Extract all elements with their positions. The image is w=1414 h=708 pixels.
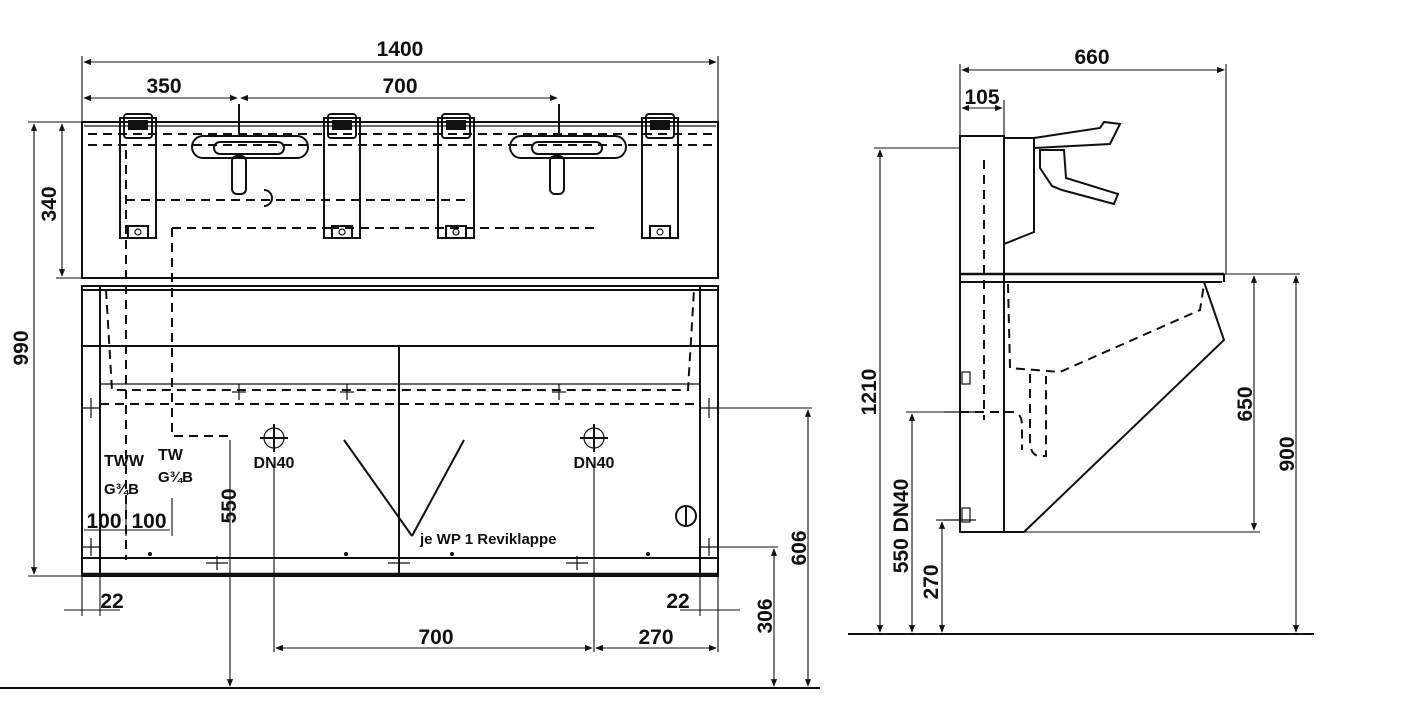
dim-side-bottom-height: 270	[920, 564, 943, 599]
side-view: 660 105 1210 650 900 550 DN40 270	[848, 46, 1314, 635]
sensor-unit-4	[641, 113, 679, 239]
label-tww: TWW	[104, 453, 145, 470]
side-basin-outline	[960, 281, 1226, 533]
label-tw: TW	[158, 447, 184, 464]
side-basin-interior	[1007, 283, 1205, 374]
dim-side-offset: 270	[638, 626, 673, 649]
faucet-left	[191, 104, 309, 207]
tw-pipe	[171, 228, 228, 437]
dim-drain-spacing: 700	[418, 626, 453, 649]
dim-supply-height: 550	[218, 488, 241, 523]
dim-supply-spacing-a: 100	[86, 510, 121, 533]
front-view: 1400 350 700 340 990 550 606 306 700 270…	[0, 38, 820, 689]
label-access-note: je WP 1 Reviklappe	[419, 531, 556, 548]
label-tw-thread: G¾B	[158, 469, 193, 486]
label-drain-right: DN40	[574, 455, 615, 472]
dim-rim-height: 900	[1276, 436, 1299, 471]
dim-overflow-height: 606	[788, 530, 811, 565]
side-faucet-spout	[1039, 149, 1120, 206]
dim-panel-depth: 105	[964, 86, 999, 109]
basin-body	[81, 285, 719, 577]
label-drain-left: DN40	[254, 455, 295, 472]
dim-edge-right: 22	[666, 590, 689, 613]
dim-basin-height: 650	[1234, 386, 1257, 421]
dim-total-height: 990	[10, 330, 33, 365]
dim-tap-offset: 350	[146, 75, 181, 98]
sensor-unit-2	[323, 113, 361, 239]
dim-supply-spacing-b: 100	[131, 510, 166, 533]
label-tww-thread: G¾B	[104, 481, 139, 498]
leader-line-left	[343, 439, 413, 537]
dim-total-width: 1400	[377, 38, 424, 61]
dim-edge-left: 22	[100, 590, 123, 613]
dim-bottom-height: 306	[754, 598, 777, 633]
overflow-symbol	[675, 505, 697, 527]
sensor-unit-1	[119, 113, 157, 239]
mounting-marks	[148, 384, 650, 570]
side-faucet-lever	[1033, 120, 1122, 149]
sensor-unit-3	[437, 113, 475, 239]
dim-depth: 660	[1074, 46, 1109, 69]
dim-tap-spacing: 700	[382, 75, 417, 98]
basin-hidden-outline	[105, 289, 695, 391]
drain-symbol-right	[580, 424, 608, 452]
faucet-right	[509, 104, 627, 195]
leader-line-right	[411, 439, 465, 537]
dim-panel-height: 340	[38, 186, 61, 221]
side-back-panel	[959, 135, 1005, 533]
dim-drain-height: 550 DN40	[890, 479, 913, 574]
drain-symbol-left	[260, 424, 288, 452]
dim-side-total-height: 1210	[858, 369, 881, 416]
side-sensor-box	[1003, 137, 1035, 246]
